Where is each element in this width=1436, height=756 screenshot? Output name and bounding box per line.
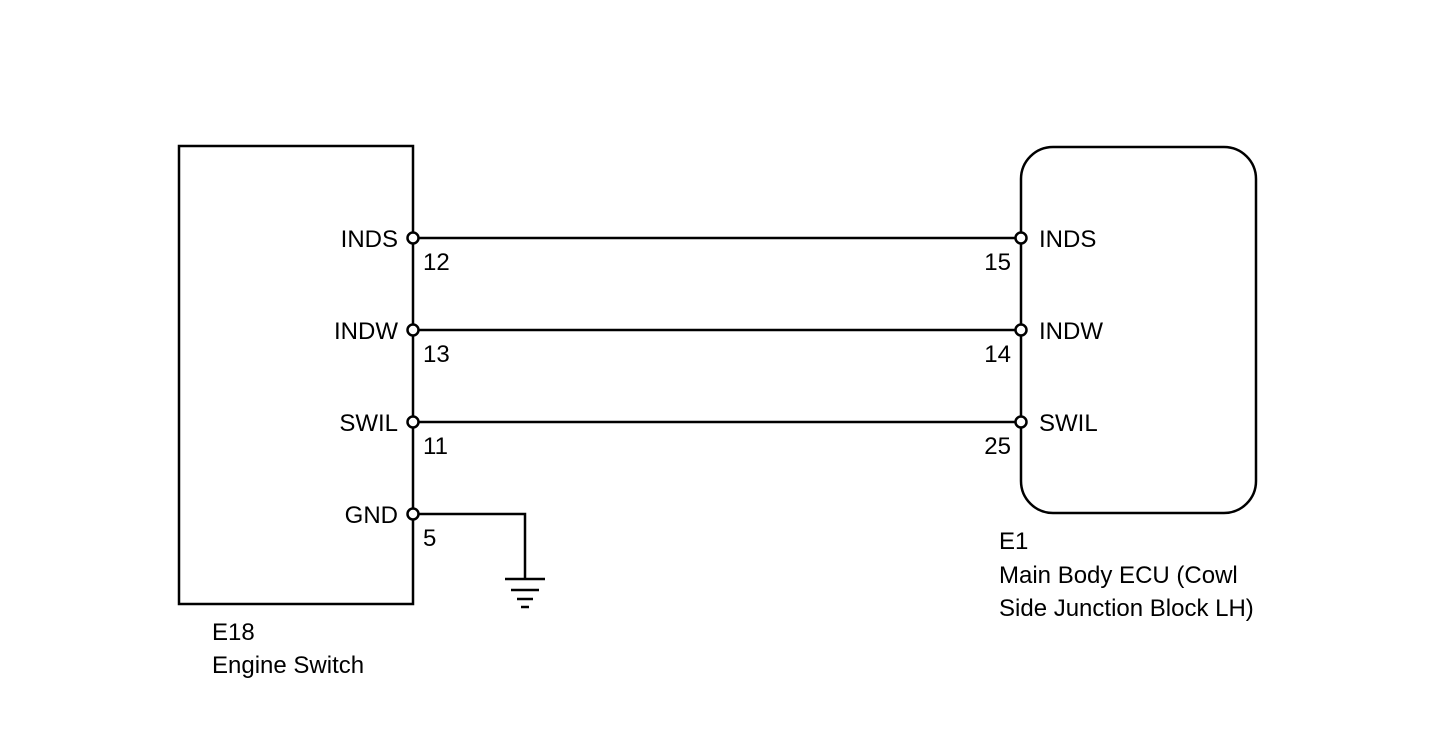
e18-pin-number: 11	[423, 433, 448, 460]
e1-pin-label: INDS	[1039, 226, 1096, 253]
e1-pin-label: SWIL	[1039, 410, 1098, 437]
wire-gnd	[413, 512, 527, 578]
e1-pin-number: 25	[984, 433, 1011, 460]
e18-pin-label: SWIL	[339, 410, 398, 437]
e1-pin-number: 14	[984, 341, 1011, 368]
e18-pin-label: INDS	[341, 226, 398, 253]
terminal-e1-indw	[1014, 323, 1028, 337]
ground-symbol-icon	[505, 577, 545, 609]
e1-connector-id: E1	[999, 528, 1028, 555]
e1-pin-label: INDW	[1039, 318, 1103, 345]
e1-pin-number: 15	[984, 249, 1011, 276]
terminal-e18-swil	[406, 415, 420, 429]
e1-component-name-line2: Side Junction Block LH)	[999, 595, 1254, 622]
e18-connector-id: E18	[212, 619, 255, 646]
e18-pin-number: 13	[423, 341, 450, 368]
e18-pin-number: 5	[423, 525, 436, 552]
terminal-e1-inds	[1014, 231, 1028, 245]
terminal-e1-swil	[1014, 415, 1028, 429]
e18-component-name: Engine Switch	[212, 652, 364, 679]
e18-pin-label: INDW	[334, 318, 398, 345]
terminal-e18-gnd	[406, 507, 420, 521]
e18-pin-label: GND	[345, 502, 398, 529]
e1-component-name-line1: Main Body ECU (Cowl	[999, 562, 1238, 589]
engine-switch-box	[177, 144, 415, 606]
e18-pin-number: 12	[423, 249, 450, 276]
terminal-e18-inds	[406, 231, 420, 245]
terminal-e18-indw	[406, 323, 420, 337]
